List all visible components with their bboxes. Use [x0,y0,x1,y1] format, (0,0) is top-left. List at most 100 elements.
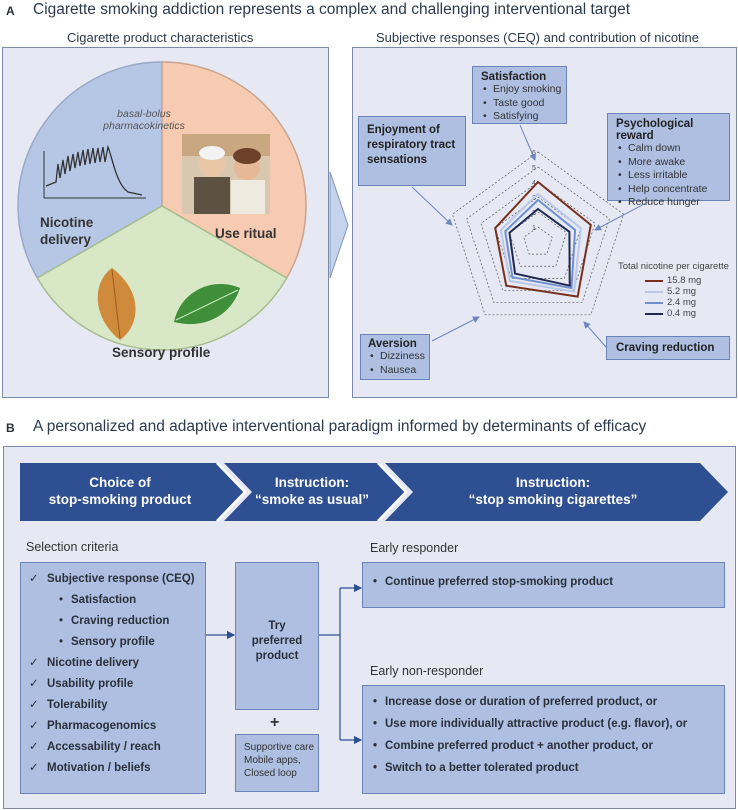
banner-choice [20,463,244,521]
legend-swatch [645,279,663,282]
psych-item: Reduce hunger [618,196,729,210]
aversion-box: Aversion Dizziness Nausea [360,334,430,380]
early-nonresponder-box: Increase dose or duration of preferred p… [362,685,725,794]
banner-choice-label: Choice of stop-smoking product [22,474,218,508]
criterion-label: Subjective response (CEQ) [47,573,195,585]
aversion-item: Nausea [370,364,429,378]
radar-series-line [499,192,582,293]
connector-satisfaction [519,124,536,161]
craving-reduction-box: Craving reduction [606,336,730,360]
enjoyment-title-line-1: Enjoyment of [367,124,440,136]
pk-curve-icon [43,144,146,199]
criterion-item: ✓ Tolerability [29,695,205,716]
early-responder-box: Continue preferred stop-smoking product [362,562,725,608]
criterion-label: Pharmacogenomics [47,720,157,732]
psychological-reward-box: Psychological reward Calm down More awak… [607,113,730,209]
pk-label-line-2: pharmacokinetics [103,120,185,132]
support-line: Closed loop [244,768,297,779]
legend-swatch [645,301,663,304]
plus-sign: + [270,714,280,731]
check-icon: ✓ [29,720,39,732]
nicotine-label-line-1: Nicotine [40,215,94,230]
check-icon: ✓ [29,573,39,585]
panel-a-title: Cigarette smoking addiction represents a… [33,1,631,18]
flow-connectors [206,583,363,745]
legend-entry: 2.4 mg [645,297,701,308]
satisfaction-title: Satisfaction [481,71,547,83]
sub-criterion-item: Craving reduction [59,611,205,632]
nicotine-label-line-2: delivery [40,232,92,247]
legend-swatch [645,290,663,293]
legend-label: 0.4 mg [667,308,697,319]
nicotine-slice [17,61,163,280]
early-nonresponder-label: Early non-responder [370,664,484,678]
banner-stop-line-1: Instruction: [515,475,591,490]
check-icon: ✓ [29,657,39,669]
legend-entry: 5.2 mg [645,286,701,297]
banner-smoke [224,463,405,521]
connector-psych [594,201,649,231]
check-icon: ✓ [29,699,39,711]
early-responder-label: Early responder [370,541,459,555]
psych-item: Less irritable [618,169,729,183]
satisfaction-item: Satisfying [483,110,566,124]
legend-label: 15.8 mg [667,275,702,286]
use-ritual-label: Use ritual [215,226,277,241]
pk-label-line-1: basal-bolus [117,108,171,120]
radar-grid-ring [523,226,553,255]
legend-entry: 0.4 mg [645,308,701,319]
banner-stop [385,463,728,521]
aversion-title: Aversion [368,338,417,350]
product-pie [17,61,307,351]
craving-title: Craving reduction [616,342,715,354]
check-icon: ✓ [29,678,39,690]
satisfaction-item: Taste good [483,97,566,111]
radar-grid-ring [509,211,567,267]
panel-b-title: A personalized and adaptive intervention… [33,418,647,435]
try-line-2: preferred [251,635,303,647]
tobacco-leaf-icon [97,268,136,340]
radar-grid-ring [466,166,610,304]
chevron-arrow-icon [329,171,349,279]
radar-tick-label: 5 [532,165,536,172]
enjoyment-title-line-2: respiratory tract [367,139,456,151]
banner-smoke-line-1: Instruction: [274,475,350,490]
try-line-3: product [255,650,299,662]
support-line: Mobile apps, [244,755,301,766]
criterion-label: Accessability / reach [47,741,161,753]
criterion-label: Tolerability [47,699,108,711]
radar-series-line [494,180,592,298]
sub-criterion-item: Sensory profile [59,632,205,653]
banner-choice-line-2: stop-smoking product [48,492,192,507]
enjoyment-box: Enjoyment of respiratory tract sensation… [358,116,466,186]
selection-criteria-label: Selection criteria [26,540,119,554]
panel-b-letter: B [6,421,15,435]
check-icon: ✓ [29,762,39,774]
criterion-item: ✓ Subjective response (CEQ) [29,569,205,590]
banner-smoke-line-2: “smoke as usual” [254,492,370,507]
radar-tick-label: 1 [532,225,536,232]
connector-craving [583,321,607,348]
mint-leaf-icon [174,283,240,325]
banner-smoke-label: Instruction: “smoke as usual” [238,474,386,508]
banner-choice-line-1: Choice of [89,475,151,490]
instruction-banner [20,463,728,521]
legend-label: 5.2 mg [667,286,697,297]
try-line-1: Try [268,620,286,632]
psych-item: Calm down [618,142,729,156]
radar-legend-title: Total nicotine per cigarette [618,261,729,272]
sub-criterion-item: Satisfaction [59,590,205,611]
radar-series-line [504,198,577,290]
panel-a-letter: A [6,4,15,18]
criterion-item: ✓Motivation / beliefs [29,758,205,779]
nonresponder-item: Increase dose or duration of preferred p… [373,691,724,713]
support-line: Supportive care [244,742,315,753]
left-section-title: Cigarette product characteristics [67,30,254,45]
aversion-item: Dizziness [370,350,429,364]
support-box: Supportive care Mobile apps, Closed loop [235,734,319,792]
psych-item: More awake [618,156,729,170]
sensory-profile-label: Sensory profile [112,345,211,360]
satisfaction-box: Satisfaction Enjoy smoking Taste good Sa… [472,66,567,124]
